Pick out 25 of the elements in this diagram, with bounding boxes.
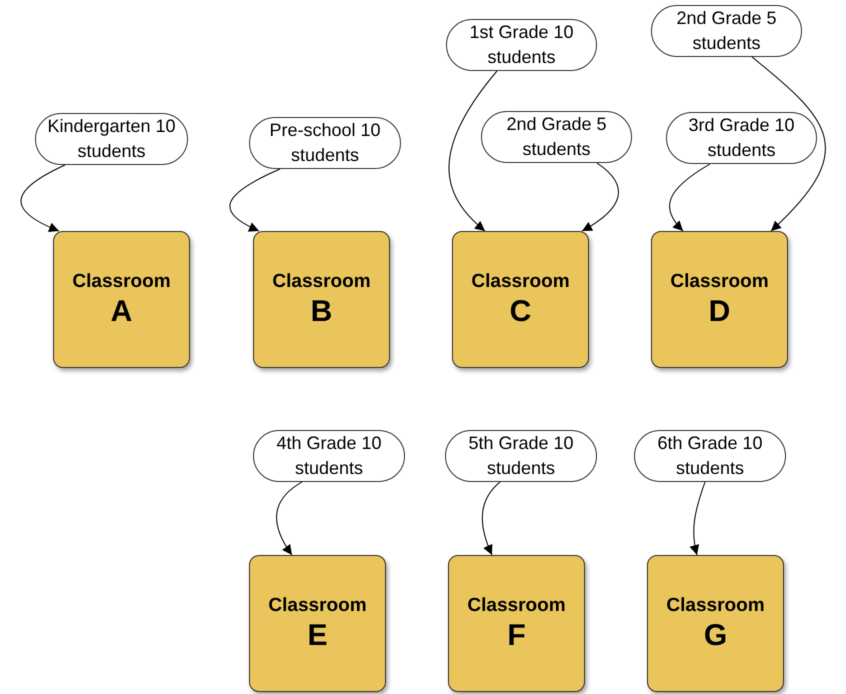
grade-bubble: 4th Grade 10 students bbox=[253, 430, 405, 482]
grade-bubble: 1st Grade 10 students bbox=[446, 19, 597, 71]
classroom-box: Classroom E bbox=[249, 555, 386, 692]
grade-bubble: Pre-school 10 students bbox=[249, 117, 401, 169]
grade-bubble: Kindergarten 10 students bbox=[35, 113, 188, 165]
classroom-box: Classroom D bbox=[651, 231, 788, 368]
grade-bubble: 2nd Grade 5 students bbox=[651, 5, 802, 57]
classroom-box: Classroom G bbox=[647, 555, 784, 692]
arrow bbox=[276, 482, 302, 556]
arrow bbox=[582, 162, 619, 232]
arrow bbox=[669, 164, 710, 232]
arrow bbox=[690, 482, 706, 556]
grade-bubble: 3rd Grade 10 students bbox=[666, 112, 817, 164]
grade-bubble: 5th Grade 10 students bbox=[445, 430, 597, 482]
classroom-box: Classroom C bbox=[452, 231, 589, 368]
arrow bbox=[482, 482, 500, 556]
arrow bbox=[229, 168, 280, 232]
classroom-box: Classroom A bbox=[53, 231, 190, 368]
arrow bbox=[752, 56, 826, 232]
grade-bubble: 6th Grade 10 students bbox=[634, 430, 786, 482]
classroom-box: Classroom B bbox=[253, 231, 390, 368]
arrow bbox=[20, 164, 66, 232]
arrow bbox=[448, 70, 498, 232]
grade-bubble: 2nd Grade 5 students bbox=[481, 111, 632, 163]
classroom-box: Classroom F bbox=[448, 555, 585, 692]
